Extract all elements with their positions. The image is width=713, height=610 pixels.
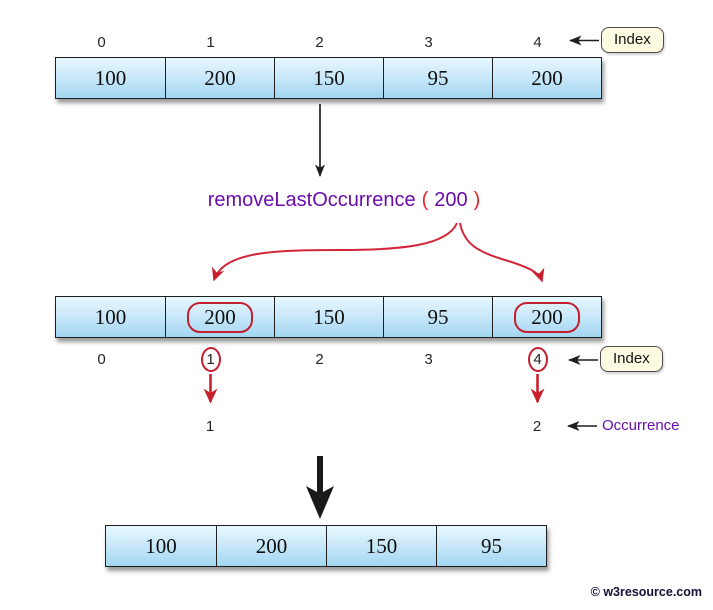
array-cell: 100 bbox=[106, 526, 216, 566]
cell-value: 150 bbox=[313, 304, 345, 329]
middle-index-row: 0 1 2 3 4 bbox=[47, 346, 592, 372]
array-cell: 150 bbox=[274, 297, 383, 337]
index-digit: 0 bbox=[97, 33, 106, 51]
function-name: removeLastOccurrence bbox=[207, 189, 416, 211]
function-call-text: removeLastOccurrence ( 200 ) bbox=[154, 189, 534, 212]
index-digit: 1 bbox=[206, 33, 215, 51]
index-value: 2 bbox=[265, 29, 374, 55]
array-cell: 95 bbox=[383, 297, 492, 337]
index-label-badge-top: Index bbox=[601, 27, 664, 53]
index-label: Index bbox=[613, 350, 650, 367]
cell-value: 200 bbox=[204, 65, 236, 90]
index-label-badge-middle: Index bbox=[600, 346, 663, 372]
top-index-row: 0 1 2 3 4 bbox=[47, 29, 592, 55]
array-cell: 200 bbox=[492, 58, 601, 98]
cell-value: 100 bbox=[94, 304, 127, 329]
index-value: 3 bbox=[374, 29, 483, 55]
curved-arrow-right-icon bbox=[459, 222, 545, 283]
big-down-arrow-icon bbox=[306, 456, 334, 519]
cell-value: 150 bbox=[313, 65, 345, 90]
close-paren: ) bbox=[473, 189, 481, 211]
occurrence-count-first: 1 bbox=[205, 418, 215, 435]
open-paren: ( bbox=[421, 189, 429, 211]
index-label: Index bbox=[614, 31, 651, 48]
array-cell: 100 bbox=[56, 297, 165, 337]
function-argument: 200 bbox=[434, 189, 468, 211]
index-value: 0 bbox=[47, 29, 156, 55]
array-cell: 200 bbox=[165, 58, 274, 98]
cell-value: 95 bbox=[427, 304, 449, 329]
index-digit: 3 bbox=[424, 350, 433, 368]
initial-array: 100 200 150 95 200 bbox=[55, 57, 602, 99]
index-value: 1 bbox=[156, 29, 265, 55]
index-digit: 3 bbox=[424, 33, 433, 51]
cell-value: 200 bbox=[255, 533, 288, 558]
circled-index: 4 bbox=[527, 346, 548, 372]
highlight-ring: 200 bbox=[187, 301, 253, 333]
index-value: 0 bbox=[47, 346, 156, 372]
result-array: 100 200 150 95 bbox=[105, 525, 547, 567]
curved-arrow-left-icon bbox=[211, 222, 458, 282]
index-digit: 2 bbox=[315, 350, 324, 368]
array-cell: 200 bbox=[216, 526, 326, 566]
watermark: © w3resource.com bbox=[590, 585, 702, 599]
cell-value: 95 bbox=[481, 533, 502, 558]
occurrence-label: Occurrence bbox=[602, 417, 680, 434]
cell-value: 100 bbox=[94, 65, 127, 90]
cell-value: 150 bbox=[365, 533, 398, 558]
index-digit: 0 bbox=[97, 350, 106, 368]
array-cell: 150 bbox=[274, 58, 383, 98]
array-cell: 150 bbox=[326, 526, 436, 566]
circled-index: 1 bbox=[200, 346, 221, 372]
array-cell-highlighted: 200 bbox=[492, 297, 601, 337]
array-cell: 100 bbox=[56, 58, 165, 98]
occurrence-count-second: 2 bbox=[532, 418, 542, 435]
cell-value: 100 bbox=[145, 533, 177, 558]
highlighted-array: 100 200 150 95 200 bbox=[55, 296, 602, 338]
index-value: 3 bbox=[374, 346, 483, 372]
highlight-ring: 200 bbox=[514, 301, 580, 333]
index-value: 4 bbox=[483, 346, 592, 372]
array-cell: 95 bbox=[436, 526, 546, 566]
index-value: 1 bbox=[156, 346, 265, 372]
array-cell: 95 bbox=[383, 58, 492, 98]
index-digit: 2 bbox=[315, 33, 324, 51]
array-cell-highlighted: 200 bbox=[165, 297, 274, 337]
cell-value: 200 bbox=[531, 65, 563, 90]
index-value: 4 bbox=[483, 29, 592, 55]
cell-value: 95 bbox=[427, 65, 449, 90]
index-digit: 4 bbox=[533, 33, 542, 51]
index-value: 2 bbox=[265, 346, 374, 372]
